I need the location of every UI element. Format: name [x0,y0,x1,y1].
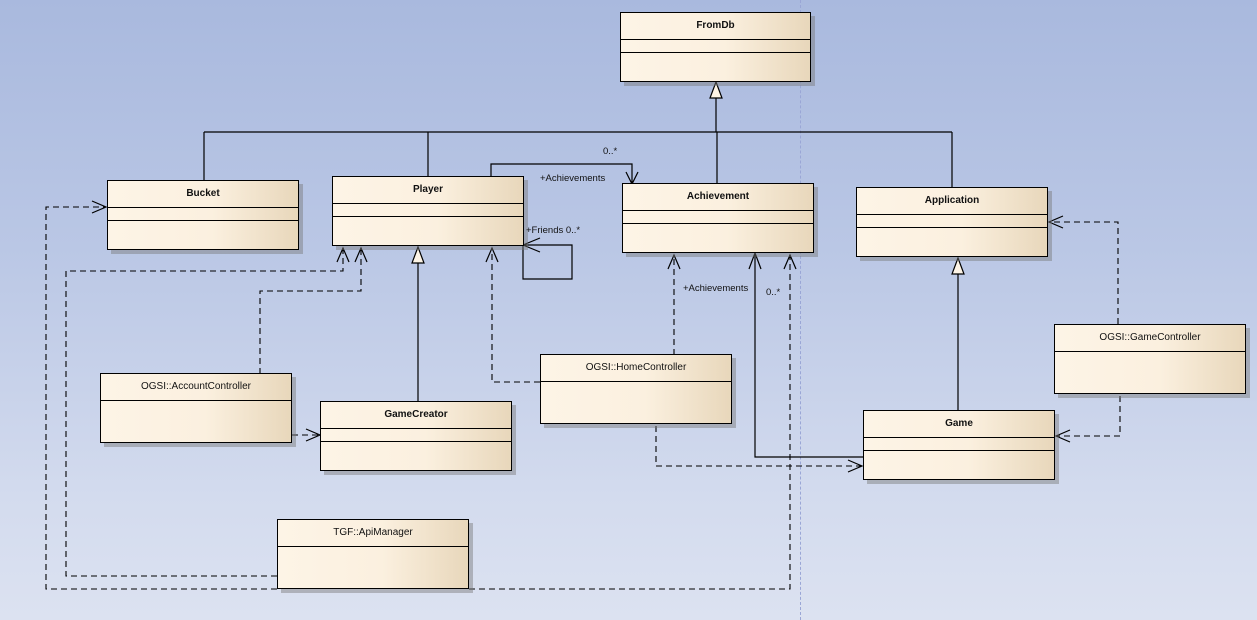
class-attributes-compartment [621,40,810,53]
player-friends-label: +Friends 0..* [526,225,581,236]
dep-arrowhead-player-2 [354,246,368,263]
class-name: TGF::ApiManager [278,520,468,547]
player-achievements-role: +Achievements [540,173,606,184]
dependency-apimanager-player [65,248,344,577]
class-api-manager[interactable]: TGF::ApiManager [277,519,469,589]
game-achievements-multiplicity: 0..* [766,287,781,298]
generalization-arrowhead-fromdb [709,80,723,99]
class-player[interactable]: Player [332,176,524,246]
dependency-apimanager-bucket [45,206,277,590]
class-name: Player [333,177,523,204]
class-name: OGSI::HomeController [541,355,731,382]
game-achievements-role: +Achievements [683,283,749,294]
player-achievements-multiplicity: 0..* [603,146,618,157]
class-name: FromDb [621,13,810,40]
class-attributes-compartment [623,211,813,224]
dep-arrowhead-achievement-2 [783,253,797,270]
class-name: Achievement [623,184,813,211]
class-attributes-compartment [333,204,523,217]
class-game-controller[interactable]: OGSI::GameController [1054,324,1246,394]
class-account-controller[interactable]: OGSI::AccountController [100,373,292,443]
dep-arrowhead-game-2 [1054,429,1071,443]
dependency-gamecontroller-application [1049,221,1119,324]
class-game[interactable]: Game [863,410,1055,480]
dep-arrowhead-game-1 [847,459,864,473]
class-name: OGSI::AccountController [101,374,291,401]
class-attributes-compartment [321,429,511,442]
dependency-accountcontroller-player [259,248,362,374]
class-home-controller[interactable]: OGSI::HomeController [540,354,732,424]
association-player-friends [521,237,573,280]
page-boundary-guide [800,0,801,620]
dependency-homecontroller-player [491,248,540,383]
class-application[interactable]: Application [856,187,1048,257]
class-game-creator[interactable]: GameCreator [320,401,512,471]
generalization-arrowhead-player [411,245,425,264]
class-name: GameCreator [321,402,511,429]
dependency-apimanager-achievement [469,255,791,590]
class-name: Application [857,188,1047,215]
dep-arrowhead-player-1 [336,246,350,263]
class-fromdb[interactable]: FromDb [620,12,811,82]
class-name: Game [864,411,1054,438]
dep-arrowhead-achievement-1 [667,253,681,270]
generalization-arrowhead-application [951,256,965,275]
class-name: Bucket [108,181,298,208]
dependency-homecontroller-game [655,426,862,467]
class-bucket[interactable]: Bucket [107,180,299,250]
dep-arrowhead-application [1047,215,1064,229]
class-name: OGSI::GameController [1055,325,1245,352]
dependency-gamecontroller-game [1056,396,1121,437]
dep-arrowhead-player-3 [485,246,499,263]
dep-arrowhead-bucket [91,200,108,214]
generalization-tree-fromdb [203,98,953,188]
class-achievement[interactable]: Achievement [622,183,814,253]
class-attributes-compartment [108,208,298,221]
class-attributes-compartment [857,215,1047,228]
class-attributes-compartment [864,438,1054,451]
association-game-achievements [748,251,863,458]
